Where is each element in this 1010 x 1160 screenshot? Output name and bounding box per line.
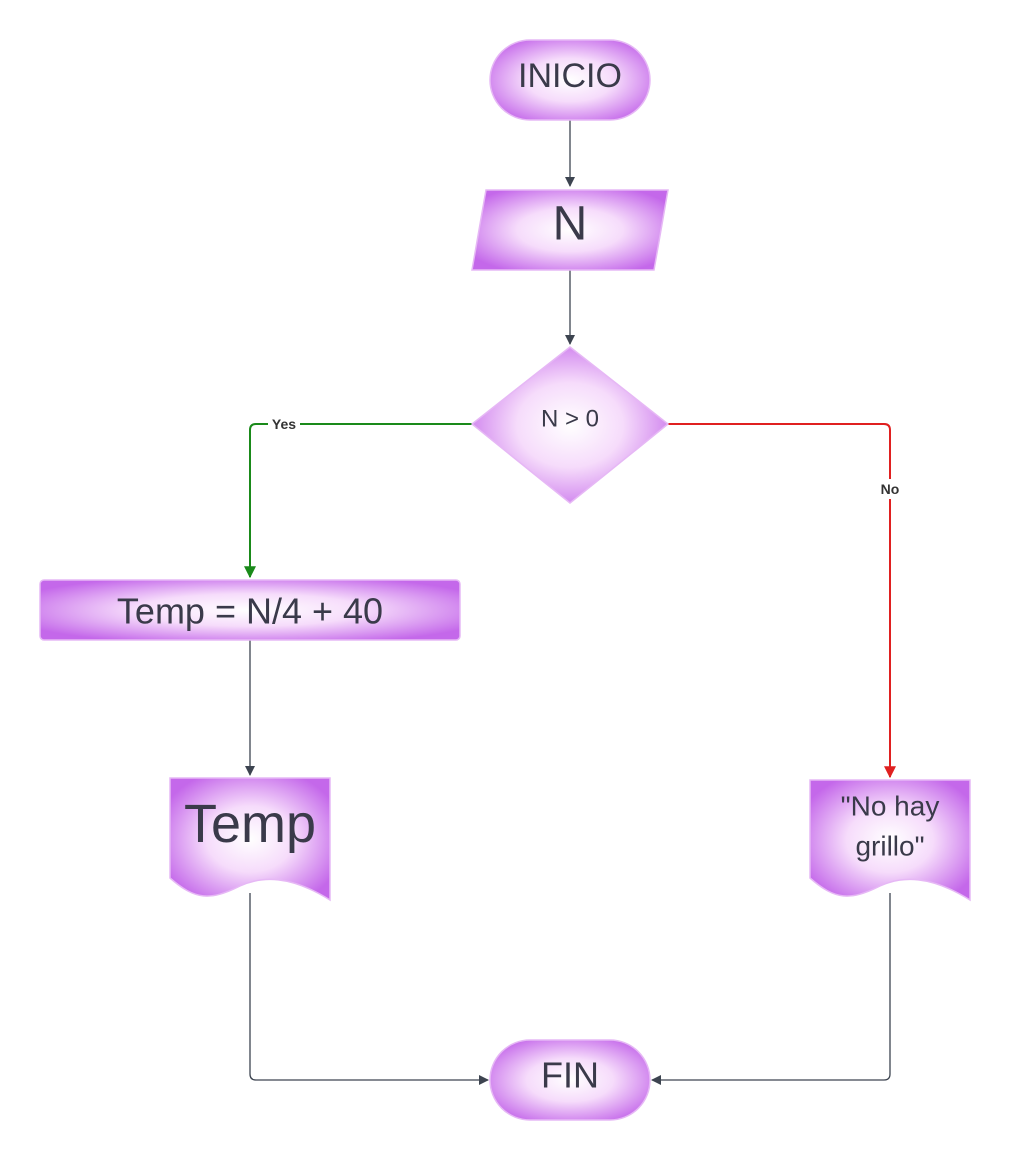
end-terminator: FIN: [489, 1039, 651, 1121]
connector-decision-no: [668, 423, 896, 779]
start-label: INICIO: [518, 57, 622, 95]
output-document-yes: Temp: [169, 777, 331, 902]
connector-output-yes-to-end: [249, 893, 489, 1085]
no-label-background: [876, 479, 904, 499]
decision-label: N > 0: [541, 406, 599, 433]
input-parallelogram: N: [471, 189, 669, 271]
start-terminator: INICIO: [489, 39, 651, 121]
yes-label-background: [268, 415, 300, 433]
input-label: N: [553, 198, 588, 251]
output-no-label-line1: "No hay: [841, 791, 940, 822]
no-edge-label: No: [881, 481, 900, 497]
output-document-no: "No hay grillo": [809, 779, 971, 902]
decision-diamond: N > 0: [470, 346, 670, 504]
connector-decision-yes: [244, 423, 472, 579]
process-box: Temp = N/4 + 40: [39, 579, 461, 641]
connector-output-no-to-end: [651, 893, 891, 1085]
end-label: FIN: [541, 1055, 599, 1096]
process-label: Temp = N/4 + 40: [117, 591, 383, 632]
yes-edge-label: Yes: [272, 416, 296, 432]
output-yes-label: Temp: [184, 794, 316, 854]
output-no-label-line2: grillo": [855, 831, 924, 862]
